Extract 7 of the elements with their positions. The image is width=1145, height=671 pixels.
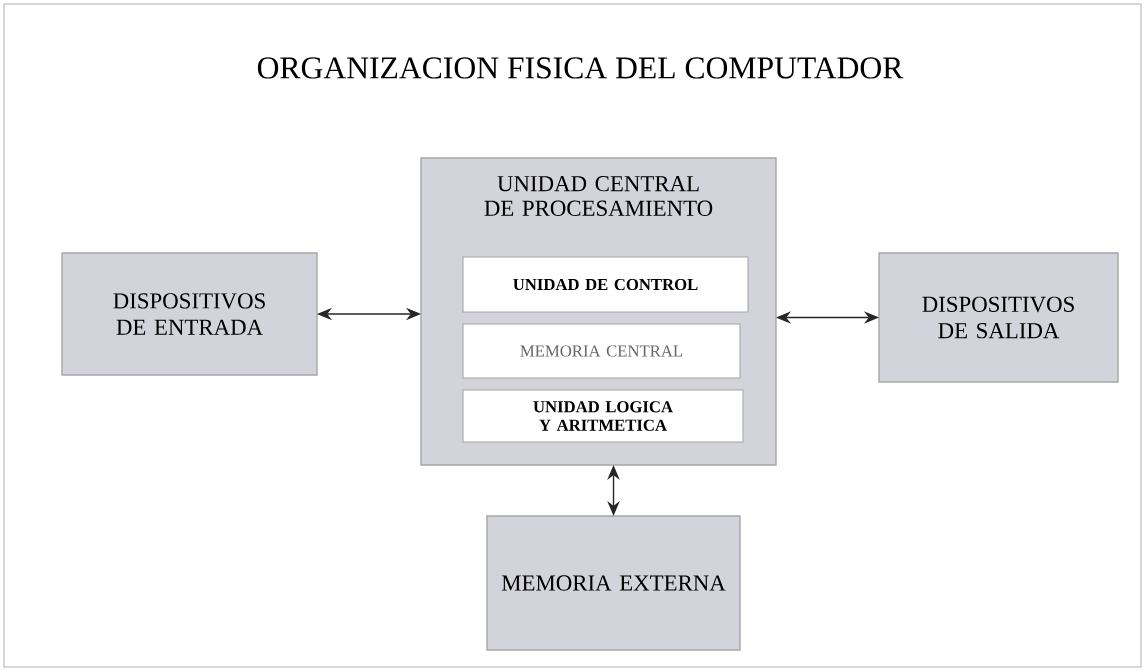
device-box: DISPOSITIVOS DE ENTRADA [61,252,318,376]
unit-box: UNIDAD DE CONTROL [462,256,749,313]
unit-box: MEMORIA CENTRAL [462,323,741,379]
title: ORGANIZACION FISICA DEL COMPUTADOR [257,57,904,79]
device-box: MEMORIA EXTERNA [486,515,741,651]
device-box: DISPOSITIVOS DE SALIDA [878,252,1119,383]
unit-box: UNIDAD LOGICA Y ARITMETICA [462,389,744,443]
